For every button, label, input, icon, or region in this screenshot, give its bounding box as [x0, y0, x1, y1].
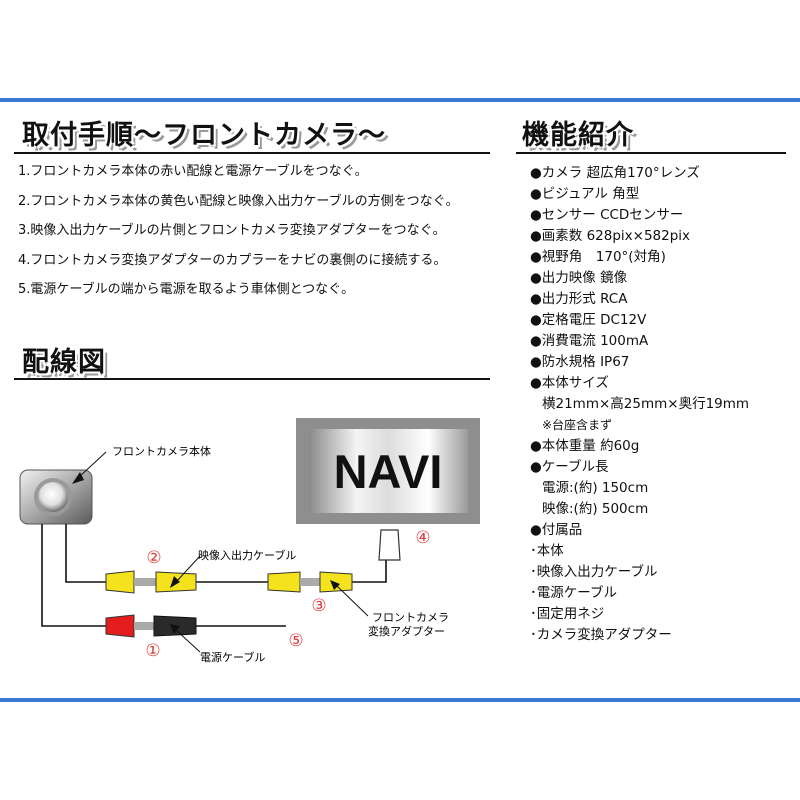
accessory-power-cable: ･電源ケーブル — [530, 585, 617, 601]
camera-video-wire — [65, 524, 106, 583]
navi-adapter-wire — [352, 560, 387, 583]
navi-label: NAVI — [334, 445, 443, 498]
camera-label: フロントカメラ本体 — [112, 444, 211, 458]
accessory-screws: ･固定用ネジ — [530, 606, 605, 622]
accessory-body: ･本体 — [530, 543, 564, 559]
power-plugs — [105, 614, 197, 638]
wiring-rule — [14, 378, 490, 380]
feature-body-dimensions: 横21mm×高25mm×奥行19mm — [542, 396, 750, 412]
video-cable-plug-b — [267, 571, 301, 593]
step-markers: ① ② ③ ④ ⑤ — [145, 528, 430, 661]
video-cable-label: 映像入出力ケーブル — [198, 548, 296, 562]
video-pin — [134, 578, 156, 586]
feature-output-image: ●出力映像 鏡像 — [530, 270, 628, 286]
feature-visual: ●ビジュアル 角型 — [530, 186, 640, 202]
front-camera — [19, 469, 93, 525]
feature-body-note: ※台座含まず — [542, 418, 613, 432]
adapter-label-line-1: フロントカメラ — [372, 611, 449, 624]
marker-1: ① — [145, 641, 160, 661]
wires — [41, 524, 387, 627]
camera-power-wire — [41, 524, 106, 627]
panel-top-border — [0, 98, 800, 102]
feature-list: ●カメラ 超広角170°レンズ ●ビジュアル 角型 ●センサー CCDセンサー … — [530, 163, 792, 646]
feature-voltage: ●定格電圧 DC12V — [530, 312, 647, 328]
feature-output-format: ●出力形式 RCA — [530, 291, 628, 307]
feature-power-cable-length: 電源:(約) 150cm — [542, 480, 649, 496]
camera-lens — [38, 482, 68, 512]
marker-4: ④ — [415, 528, 430, 548]
power-cable-label: 電源ケーブル — [200, 650, 265, 664]
feature-body-size: ●本体サイズ — [530, 375, 609, 391]
step-4: 4.フロントカメラ変換アダプターのカプラーをナビの裏側のに接続する。 — [18, 252, 447, 268]
feature-view-angle: ●視野角 170°(対角) — [530, 249, 666, 265]
feature-lens: ●カメラ 超広角170°レンズ — [530, 165, 700, 181]
feature-video-cable-length: 映像:(約) 500cm — [542, 501, 649, 517]
marker-2: ② — [146, 548, 161, 568]
step-5: 5.電源ケーブルの端から電源を取るよう車体側とつなぐ。 — [18, 282, 355, 297]
feature-pixels: ●画素数 628pix×582pix — [530, 228, 691, 244]
installation-steps: 1.フロントカメラ本体の赤い配線と電源ケーブルをつなぐ。 2.フロントカメラ本体… — [18, 163, 498, 311]
navi-monitor-screen — [309, 429, 468, 513]
navi-monitor: NAVI — [296, 418, 480, 524]
feature-weight: ●本体重量 約60g — [530, 438, 640, 454]
feature-cable-length: ●ケーブル長 — [530, 459, 609, 475]
step-2: 2.フロントカメラ本体の黄色い配線と映像入出力ケーブルの方側をつなぐ。 — [18, 193, 459, 209]
power-cable-leader — [175, 629, 201, 653]
accessory-adapter: ･カメラ変換アダプター — [530, 627, 672, 643]
accessory-video-cable: ･映像入出力ケーブル — [530, 564, 658, 580]
adapter-yellow-plug — [319, 571, 353, 593]
wiring-heading: 配線図 — [22, 347, 106, 378]
camera-red-plug — [105, 614, 135, 638]
panel-bottom-border — [0, 698, 800, 702]
feature-current: ●消費電流 100mA — [530, 333, 649, 349]
feature-accessories: ●付属品 — [530, 522, 583, 538]
video-cable-leader — [175, 555, 201, 583]
step-1: 1.フロントカメラ本体の赤い配線と電源ケーブルをつなぐ。 — [18, 164, 368, 179]
adapter-arrowhead — [330, 580, 340, 590]
video-cable-arrowhead — [170, 576, 180, 588]
camera-yellow-plug — [105, 570, 135, 594]
navi-coupler — [378, 529, 401, 561]
power-cable-arrowhead — [170, 624, 180, 634]
features-rule — [516, 152, 786, 154]
leader-arrowheads — [72, 472, 340, 634]
step-3: 3.映像入出力ケーブルの片側とフロントカメラ変換アダプターをつなぐ。 — [18, 223, 446, 238]
marker-3: ③ — [311, 596, 326, 616]
features-heading: 機能紹介 — [522, 120, 634, 151]
adapter-pin — [300, 578, 320, 586]
installation-heading: 取付手順〜フロントカメラ〜 — [22, 120, 386, 151]
installation-rule — [14, 152, 490, 154]
adapter-leader — [335, 584, 369, 617]
leader-lines — [77, 451, 369, 653]
marker-5: ⑤ — [288, 631, 303, 651]
camera-arrowhead — [72, 472, 84, 484]
adapter-label-line-2: 変換アダプター — [368, 624, 445, 638]
feature-waterproof: ●防水規格 IP67 — [530, 354, 630, 370]
camera-leader — [77, 451, 107, 479]
feature-sensor: ●センサー CCDセンサー — [530, 207, 684, 223]
power-pin — [134, 622, 154, 630]
